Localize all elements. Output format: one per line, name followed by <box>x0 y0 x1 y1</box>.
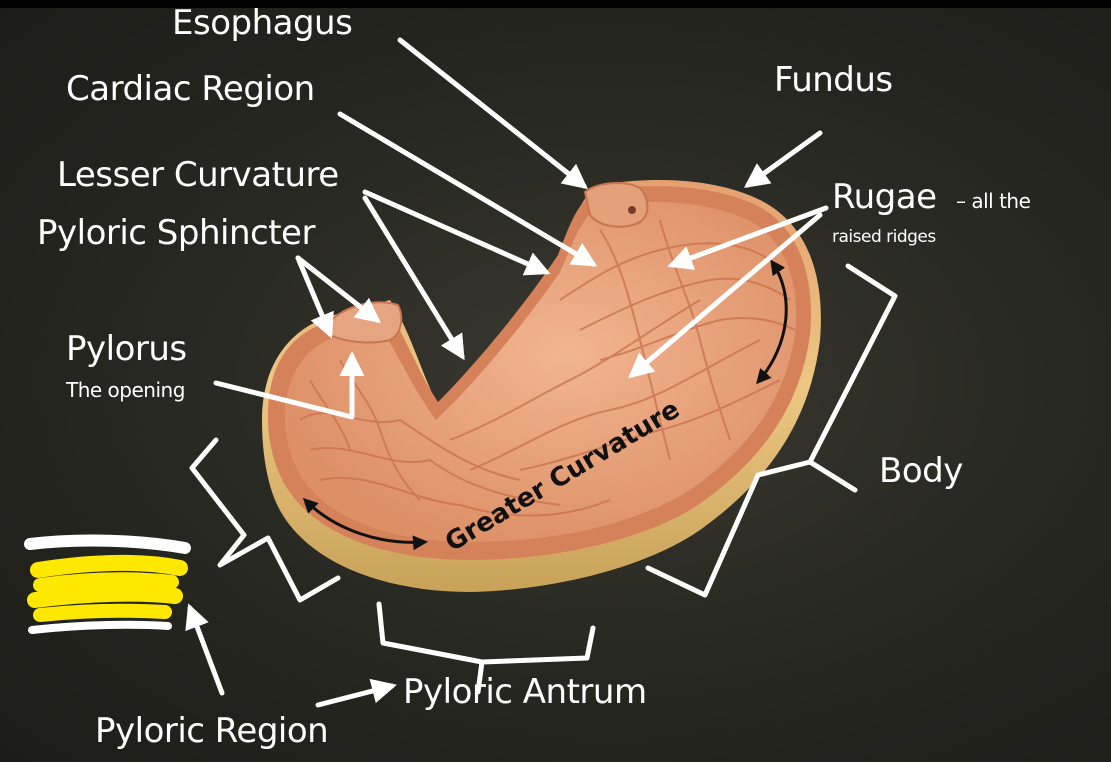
esophagus-label: Esophagus <box>172 3 353 43</box>
stomach-model <box>262 180 821 592</box>
esophagus-opening <box>628 206 636 214</box>
pyloric-sphincter-label: Pyloric Sphincter <box>37 213 315 253</box>
esophagus-stub <box>583 182 649 228</box>
annotation-arrows <box>185 37 898 708</box>
esophagus-pointer <box>397 37 588 190</box>
pyloric-antrum-label: Pyloric Antrum <box>403 672 647 712</box>
pyloric-region-bracket <box>189 437 341 603</box>
lesser-curvature-label: Lesser Curvature <box>57 155 339 195</box>
lesser-curvature-pointer-1 <box>362 189 551 276</box>
pyloric-sphincter-pointer-1 <box>295 255 334 339</box>
body-bracket <box>645 263 898 598</box>
redaction-scribble <box>24 534 191 634</box>
cardiac-region-pointer <box>337 111 598 267</box>
greater-curvature-arrow-lower <box>302 497 428 551</box>
pylorus-label: Pylorus <box>66 329 187 369</box>
greater-curvature-arrow-upper <box>756 259 788 385</box>
body-label: Body <box>879 451 963 491</box>
cardiac-region-label: Cardiac Region <box>66 69 315 109</box>
fundus-label: Fundus <box>774 60 893 100</box>
pylorus-pointer <box>213 351 365 420</box>
pyloric-antrum-pointer <box>315 678 397 708</box>
lesser-curvature-pointer-2 <box>362 195 465 361</box>
rugae-pointer-2 <box>628 212 823 379</box>
pyloric-region-label: Pyloric Region <box>95 711 329 751</box>
pyloric-region-pointer <box>185 603 225 696</box>
pylorus-note: The opening <box>66 378 185 402</box>
fundus-pointer <box>743 130 823 188</box>
rugae-label: Rugae <box>832 177 937 217</box>
rugae-pointer-1 <box>667 205 829 270</box>
pyloric-sphincter-pointer-2 <box>295 255 381 324</box>
rugae-note-line1: – all the <box>956 189 1031 213</box>
pyloric-antrum-bracket <box>376 601 596 695</box>
rugae-note-line2: raised ridges <box>832 227 936 247</box>
